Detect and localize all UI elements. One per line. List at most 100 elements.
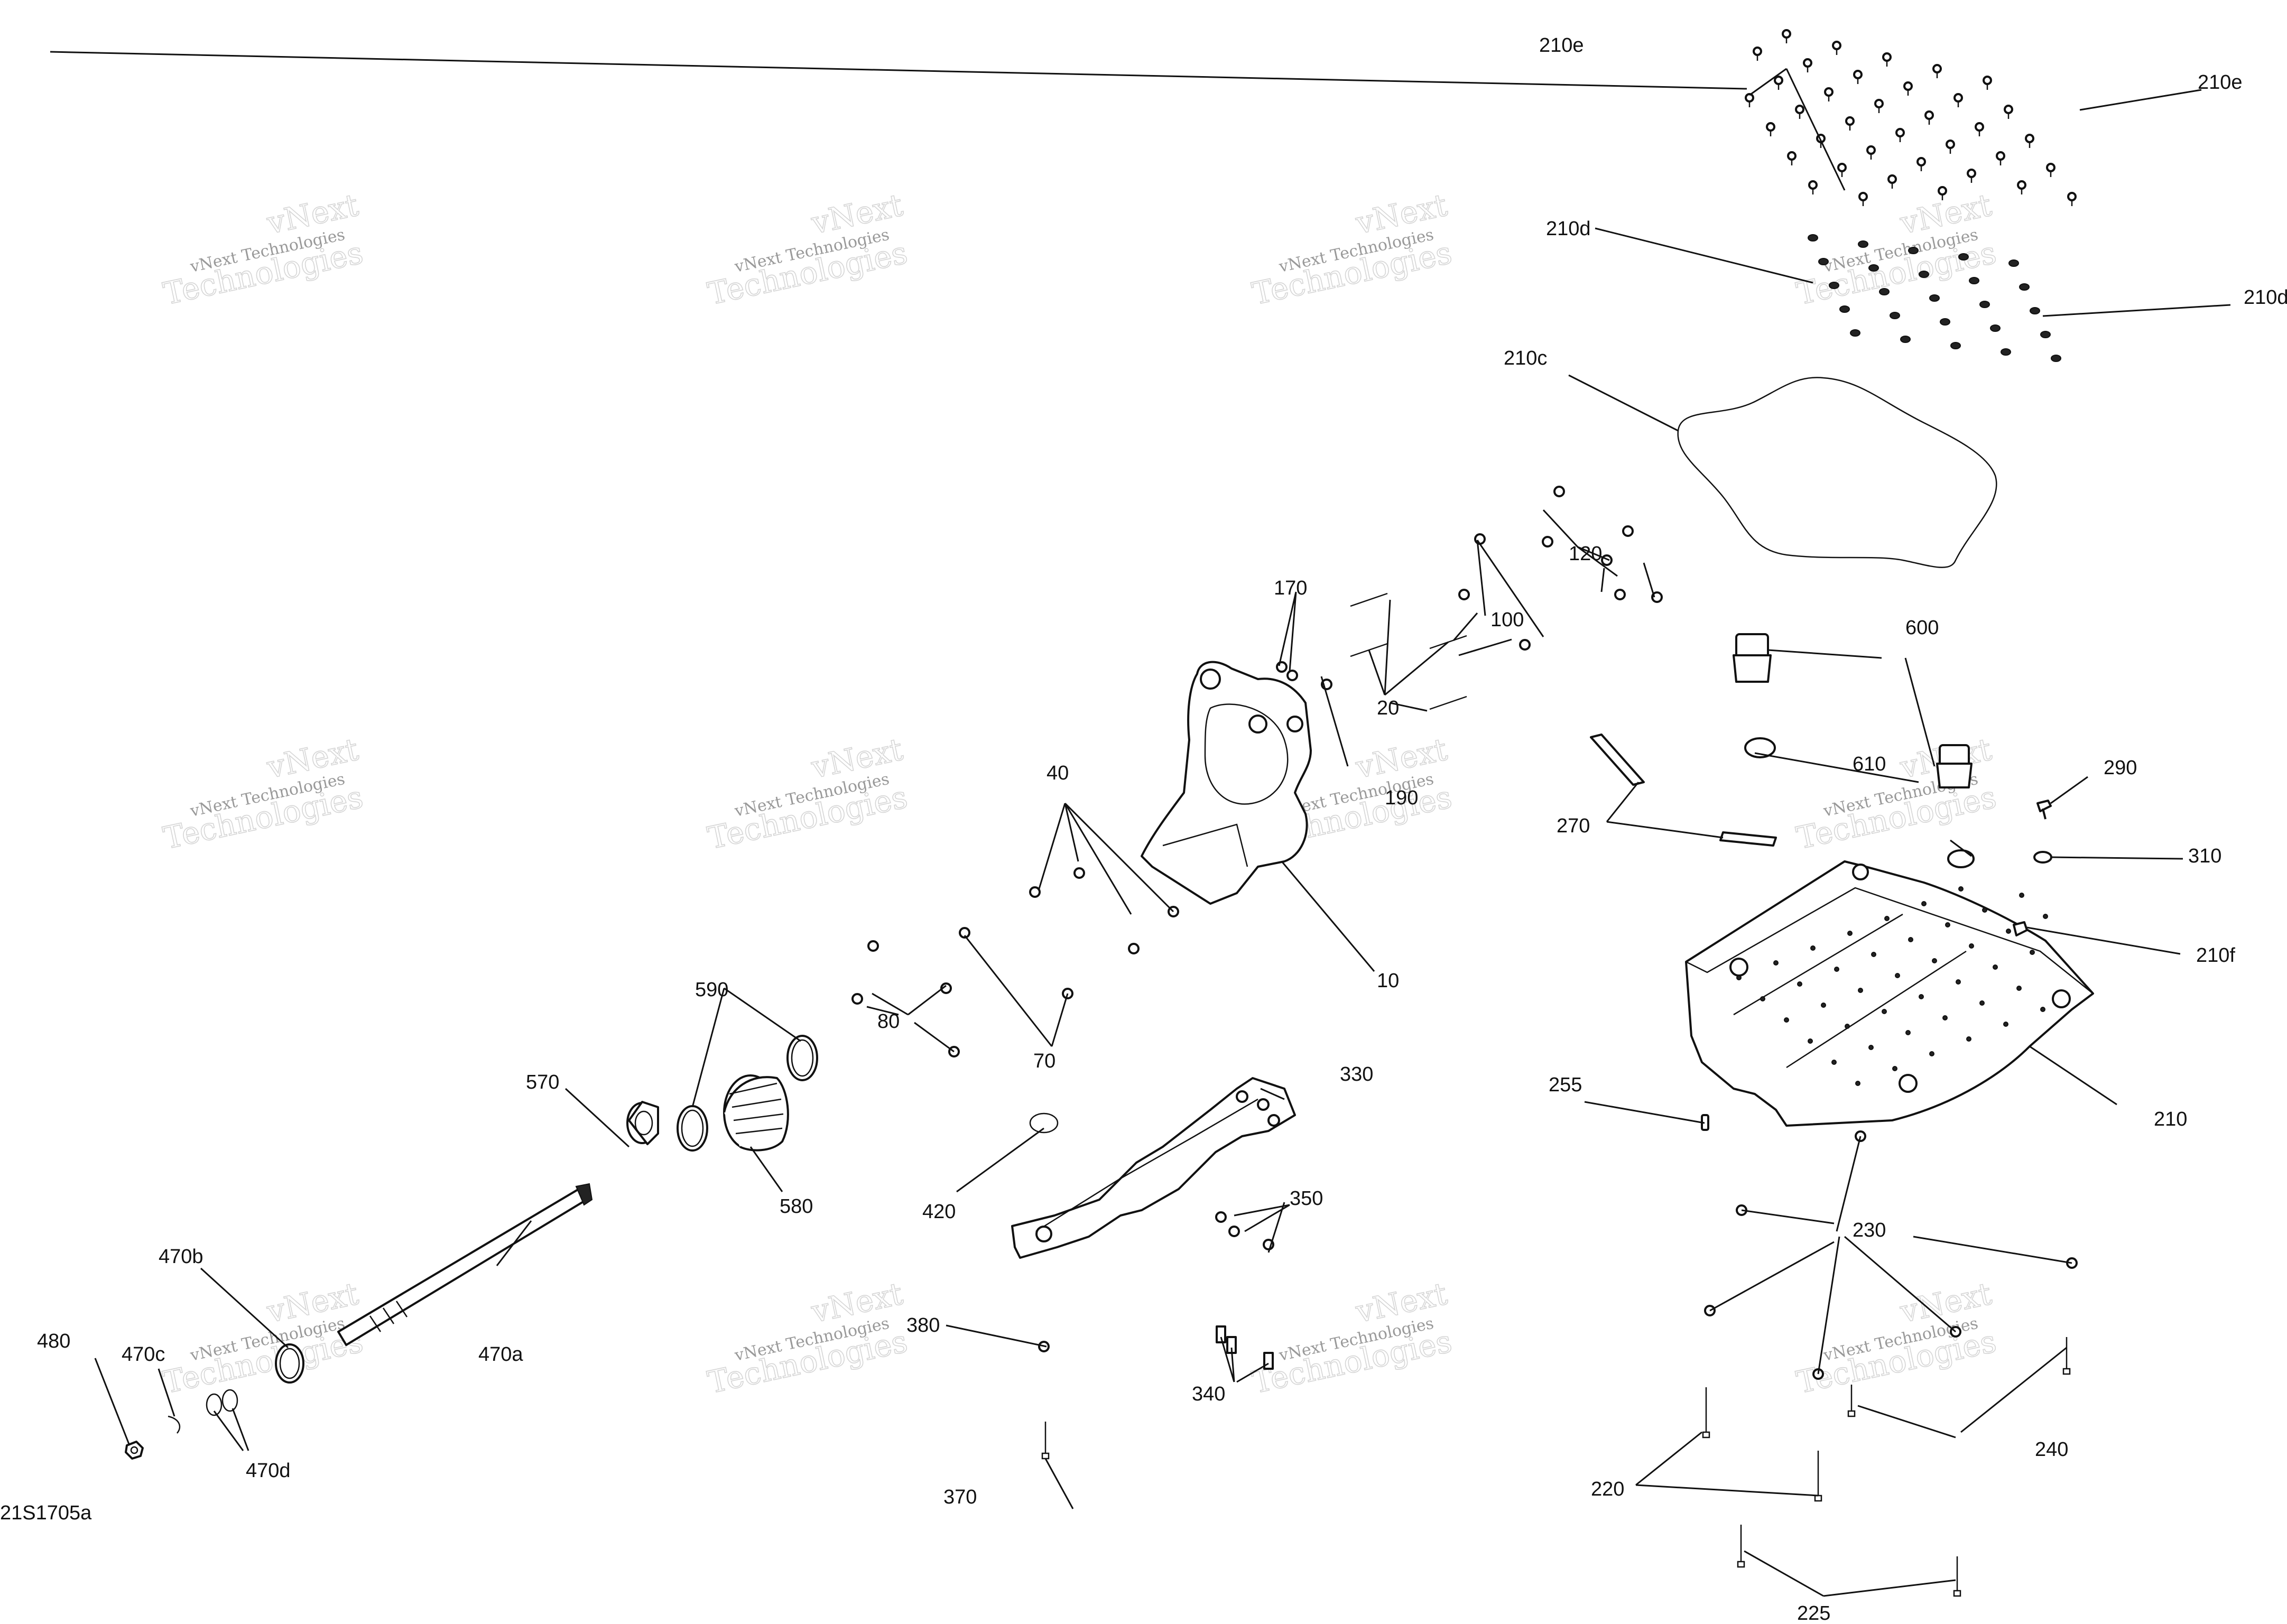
callout-610: 610 [1853,753,1886,775]
bushing-570 [626,1101,659,1145]
skid-plate-hole [1993,964,1998,970]
skid-plate-holes [1736,886,2048,1086]
bolt-210e [1983,76,1992,90]
nut-210d [1808,234,1818,242]
callout-270: 270 [1557,815,1590,837]
washer [1286,670,1298,681]
washer [851,993,863,1005]
skid-plate-hole [1847,931,1853,936]
callout-600: 600 [1905,617,1939,639]
callout-350: 350 [1290,1187,1323,1210]
nut-210d [1969,277,1979,284]
callout-570: 570 [526,1071,559,1093]
callout-470d: 470d [246,1460,291,1482]
watermark: vNext vNext Technologies Technologies [160,187,366,312]
nut-210d [1908,247,1919,254]
skid-plate-hole [1929,1051,1934,1056]
washer [1542,536,1553,547]
bolt-210e [1858,192,1868,206]
skid-plate-hole [1858,988,1863,993]
nut-210d [2008,259,2019,267]
bolt-210e [1932,64,1942,78]
washer [1215,1211,1227,1223]
nut-210d [1839,305,1850,313]
bolt-210e [1845,116,1855,131]
bolt-210e [1832,41,1841,55]
gasket-210c [1677,377,1997,568]
bolt-210e [1753,47,1762,61]
bolt-240 [1847,1337,2071,1417]
nut-grid-210d [1808,234,2061,362]
bolt-225 [1737,1525,1961,1597]
washer [1474,533,1486,545]
skid-plate-hole [1845,1024,1850,1029]
boot-580 [723,1074,789,1152]
washer [1073,867,1085,879]
skid-plate-hole [1760,996,1765,1001]
nut-210d [1900,336,1911,343]
nut-210d [2001,348,2011,356]
washer [1553,486,1565,497]
skid-plate-hole [1982,907,1987,913]
bolt-210e [1837,163,1847,177]
skid-plate-hole [1966,1036,1971,1042]
washer [1128,943,1140,954]
bolt-210e [2017,180,2026,194]
bolt-grid-210e [1745,29,2077,206]
callout-230: 230 [1853,1219,1886,1241]
skid-plate-hole [1884,916,1890,921]
nut-210d [1858,240,1868,248]
skid-plate-hole [2019,893,2024,898]
washer [1276,661,1288,673]
clamp-590-right [786,1035,818,1081]
bolt-210e [1766,122,1775,136]
skid-plate-hole [1958,886,1964,892]
disc-420 [1029,1112,1059,1134]
callout-470b: 470b [159,1246,203,1268]
bolt-210e [1882,52,1892,67]
watermark: vNext vNext Technologies Technologies [1248,187,1455,312]
bolt-210e [1795,105,1804,119]
nut-210d [1850,329,1860,337]
washer [1458,589,1470,600]
skid-plate-hole [1736,975,1742,980]
washer [1029,886,1041,898]
callout-590: 590 [695,979,728,1001]
skid-plate-hole [1868,1045,1874,1050]
washer [1614,589,1626,600]
skid-plate-hole [2043,914,2048,919]
callout-470a: 470a [478,1343,523,1366]
washer-310 [2033,851,2052,864]
nut-210d [1950,342,1961,349]
callout-210e-right: 210e [2198,71,2243,94]
watermark: vNext vNext Technologies Technologies [1248,1275,1455,1401]
bolt-220 [1702,1387,1822,1502]
pin-20 [1350,592,1388,607]
watermark: vNext vNext Technologies Technologies [160,731,366,857]
bracket-330 [1011,1077,1296,1259]
nut-210d [1818,258,1829,265]
stud-340 [1216,1325,1226,1343]
housing-10 [1141,661,1312,905]
skid-plate-hole [1932,958,1937,963]
nut-210d [1979,301,1990,308]
callout-10: 10 [1377,970,1399,992]
washer [1622,525,1634,537]
callout-190: 190 [1385,787,1418,809]
skid-plate-hole [1919,994,1924,999]
skid-plate-hole [1855,1081,1860,1086]
washer [867,940,879,952]
skid-plate-hole [1892,1066,1897,1071]
nut-210d [2040,331,2051,338]
callout-120: 120 [1569,543,1602,565]
skid-plate-hole [1797,981,1802,987]
callout-80: 80 [877,1010,900,1033]
bolt-210e [1903,81,1913,96]
callout-290: 290 [2104,757,2137,779]
bolt-210e [1824,87,1834,101]
watermark: vNext vNext Technologies Technologies [1793,187,1999,312]
skid-plate-hole [1834,967,1839,972]
callout-210f: 210f [2196,944,2235,967]
watermark: vNext vNext Technologies Technologies [704,187,911,312]
bolt-210e [1853,70,1863,84]
